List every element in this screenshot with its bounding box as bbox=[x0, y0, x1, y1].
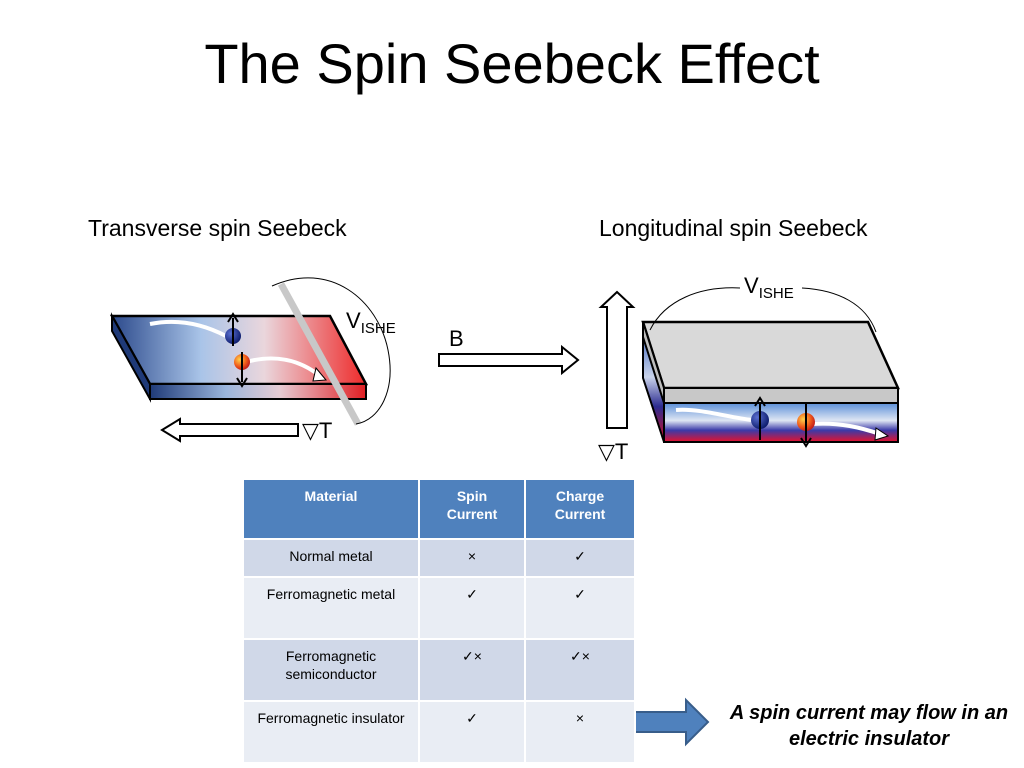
transverse-spin-down bbox=[234, 352, 250, 388]
header-charge-current: Charge Current bbox=[524, 478, 636, 540]
material-cell: Ferromagnetic metal bbox=[242, 576, 420, 640]
longitudinal-voltage-wire-right bbox=[801, 287, 877, 333]
table-row: Ferromagnetic metal ✓ ✓ bbox=[242, 576, 636, 640]
field-arrow bbox=[438, 344, 580, 376]
header-spin-current: Spin Current bbox=[418, 478, 526, 540]
table-row: Ferromagnetic insulator ✓ × bbox=[242, 700, 636, 764]
longitudinal-gradient-label: ▽T bbox=[598, 439, 628, 464]
field-label: B bbox=[449, 326, 464, 351]
transverse-gradient-arrow bbox=[160, 417, 299, 443]
transverse-spin-flow-2 bbox=[245, 356, 322, 378]
spin-current-cell: ✓ bbox=[418, 576, 526, 640]
charge-current-cell: ✓× bbox=[524, 638, 636, 702]
material-properties-table: Material Spin Current Charge Current Nor… bbox=[242, 478, 636, 764]
longitudinal-stack bbox=[641, 320, 900, 443]
transverse-spin-flow-1 bbox=[149, 319, 227, 338]
spin-current-cell: ✓× bbox=[418, 638, 526, 702]
spin-current-cell: × bbox=[418, 538, 526, 578]
charge-current-cell: ✓ bbox=[524, 538, 636, 578]
longitudinal-gradient-arrow bbox=[598, 290, 636, 429]
charge-current-cell: × bbox=[524, 700, 636, 764]
material-cell: Normal metal bbox=[242, 538, 420, 578]
header-material: Material bbox=[242, 478, 420, 540]
transverse-gradient-label: ▽T bbox=[302, 418, 332, 443]
transverse-voltage-wire bbox=[271, 277, 391, 425]
longitudinal-voltage-label: VISHE bbox=[744, 273, 794, 302]
spin-current-cell: ✓ bbox=[418, 700, 526, 764]
longitudinal-spin-up bbox=[751, 396, 769, 440]
longitudinal-spin-flow-1 bbox=[675, 407, 753, 422]
transverse-voltage-label: VISHE bbox=[346, 308, 396, 337]
transverse-spin-up bbox=[225, 312, 241, 346]
longitudinal-spin-down bbox=[797, 402, 815, 448]
longitudinal-spin-flow-2 bbox=[811, 421, 881, 436]
table-row: Ferromagnetic semiconductor ✓× ✓× bbox=[242, 638, 636, 702]
transverse-spin-flow-head bbox=[312, 366, 328, 382]
material-cell: Ferromagnetic semiconductor bbox=[242, 638, 420, 702]
material-cell: Ferromagnetic insulator bbox=[242, 700, 420, 764]
insulator-callout: A spin current may flow in an electric i… bbox=[729, 702, 1009, 750]
contact-bar bbox=[277, 282, 362, 426]
transverse-heading: Transverse spin Seebeck bbox=[88, 215, 347, 241]
longitudinal-spin-flow-head bbox=[874, 427, 890, 441]
slide-title: The Spin Seebeck Effect bbox=[204, 32, 820, 95]
longitudinal-voltage-wire-left bbox=[649, 287, 741, 331]
charge-current-cell: ✓ bbox=[524, 576, 636, 640]
longitudinal-heading: Longitudinal spin Seebeck bbox=[599, 215, 868, 241]
table-row: Normal metal × ✓ bbox=[242, 538, 636, 578]
